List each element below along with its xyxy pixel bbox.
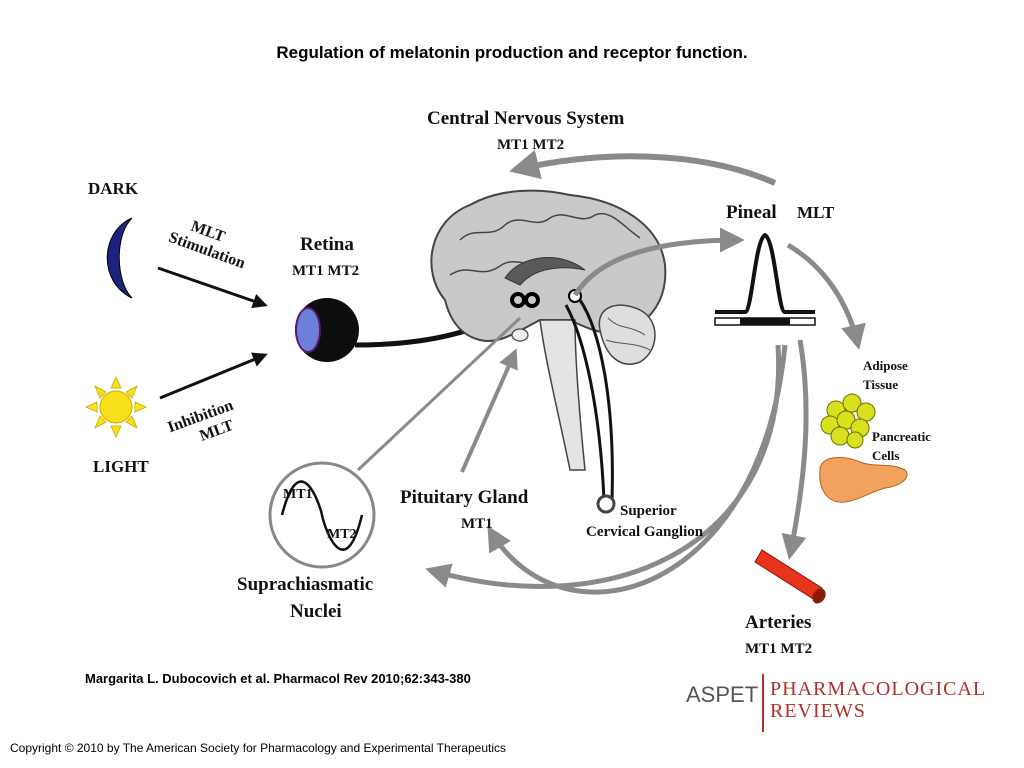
aspet-logo-text: ASPET: [686, 682, 759, 707]
moon-icon: [106, 217, 133, 299]
pancreas-icon: [819, 457, 908, 503]
adipose-label-2: Tissue: [863, 377, 898, 392]
slide-title: Regulation of melatonin production and r…: [276, 43, 748, 62]
eye-icon: [295, 298, 522, 362]
adipose-label-1: Adipose: [863, 358, 908, 373]
pancreatic-label-2: Cells: [872, 448, 899, 463]
light-label: LIGHT: [93, 457, 149, 476]
logo-divider: [762, 674, 764, 732]
retina-label: Retina: [300, 234, 354, 255]
scn-to-brain-line: [356, 316, 522, 472]
pituitary-pointer-arrow: [460, 348, 518, 473]
retina-receptors-label: MT1 MT2: [292, 263, 359, 279]
arteries-receptors-label: MT1 MT2: [745, 641, 812, 657]
scn-oscillator-icon: [268, 461, 376, 569]
cns-label: Central Nervous System: [427, 108, 625, 129]
dark-label: DARK: [88, 179, 139, 198]
pineal-to-cns-arrow: [509, 149, 777, 186]
citation: Margarita L. Dubocovich et al. Pharmacol…: [85, 671, 471, 686]
brain-icon: [430, 189, 667, 514]
pancreatic-label-1: Pancreatic: [872, 429, 931, 444]
pituitary-receptor-label: MT1: [461, 516, 493, 532]
artery-icon: [754, 549, 826, 604]
copyright-notice: Copyright © 2010 by The American Society…: [10, 741, 506, 755]
pineal-to-adipose-arrow: [786, 242, 866, 350]
melatonin-peak-icon: [714, 232, 816, 326]
adipose-tissue-icon: [820, 393, 876, 449]
journal-logo: ASPET PHARMACOLOGICAL REVIEWS: [684, 672, 987, 736]
journal-name-line-2: REVIEWS: [770, 700, 866, 722]
pineal-to-pituitary-arrow: [487, 344, 788, 595]
journal-name-line-1: PHARMACOLOGICAL: [770, 678, 987, 700]
arteries-label: Arteries: [745, 612, 811, 633]
stimulation-arrow: [157, 266, 268, 309]
scn-mt1-label: MT1: [283, 487, 313, 502]
cns-receptors-label: MT1 MT2: [497, 137, 564, 153]
scn-label-2: Nuclei: [290, 601, 342, 622]
pineal-to-scn-arrow: [425, 344, 782, 589]
scn-mt2-label: MT2: [327, 527, 357, 542]
pineal-label: Pineal: [726, 202, 777, 223]
inhibition-arrow: [159, 352, 268, 400]
scg-to-pineal-arrow: [572, 227, 745, 297]
sun-icon: [85, 376, 147, 438]
pineal-to-arteries-arrow: [781, 339, 809, 560]
pituitary-label: Pituitary Gland: [400, 487, 529, 508]
pineal-mlt-label: MLT: [797, 203, 835, 222]
scn-label-1: Suprachiasmatic: [237, 574, 373, 595]
scg-label-2: Cervical Ganglion: [586, 524, 704, 540]
scg-label-1: Superior: [620, 503, 677, 519]
